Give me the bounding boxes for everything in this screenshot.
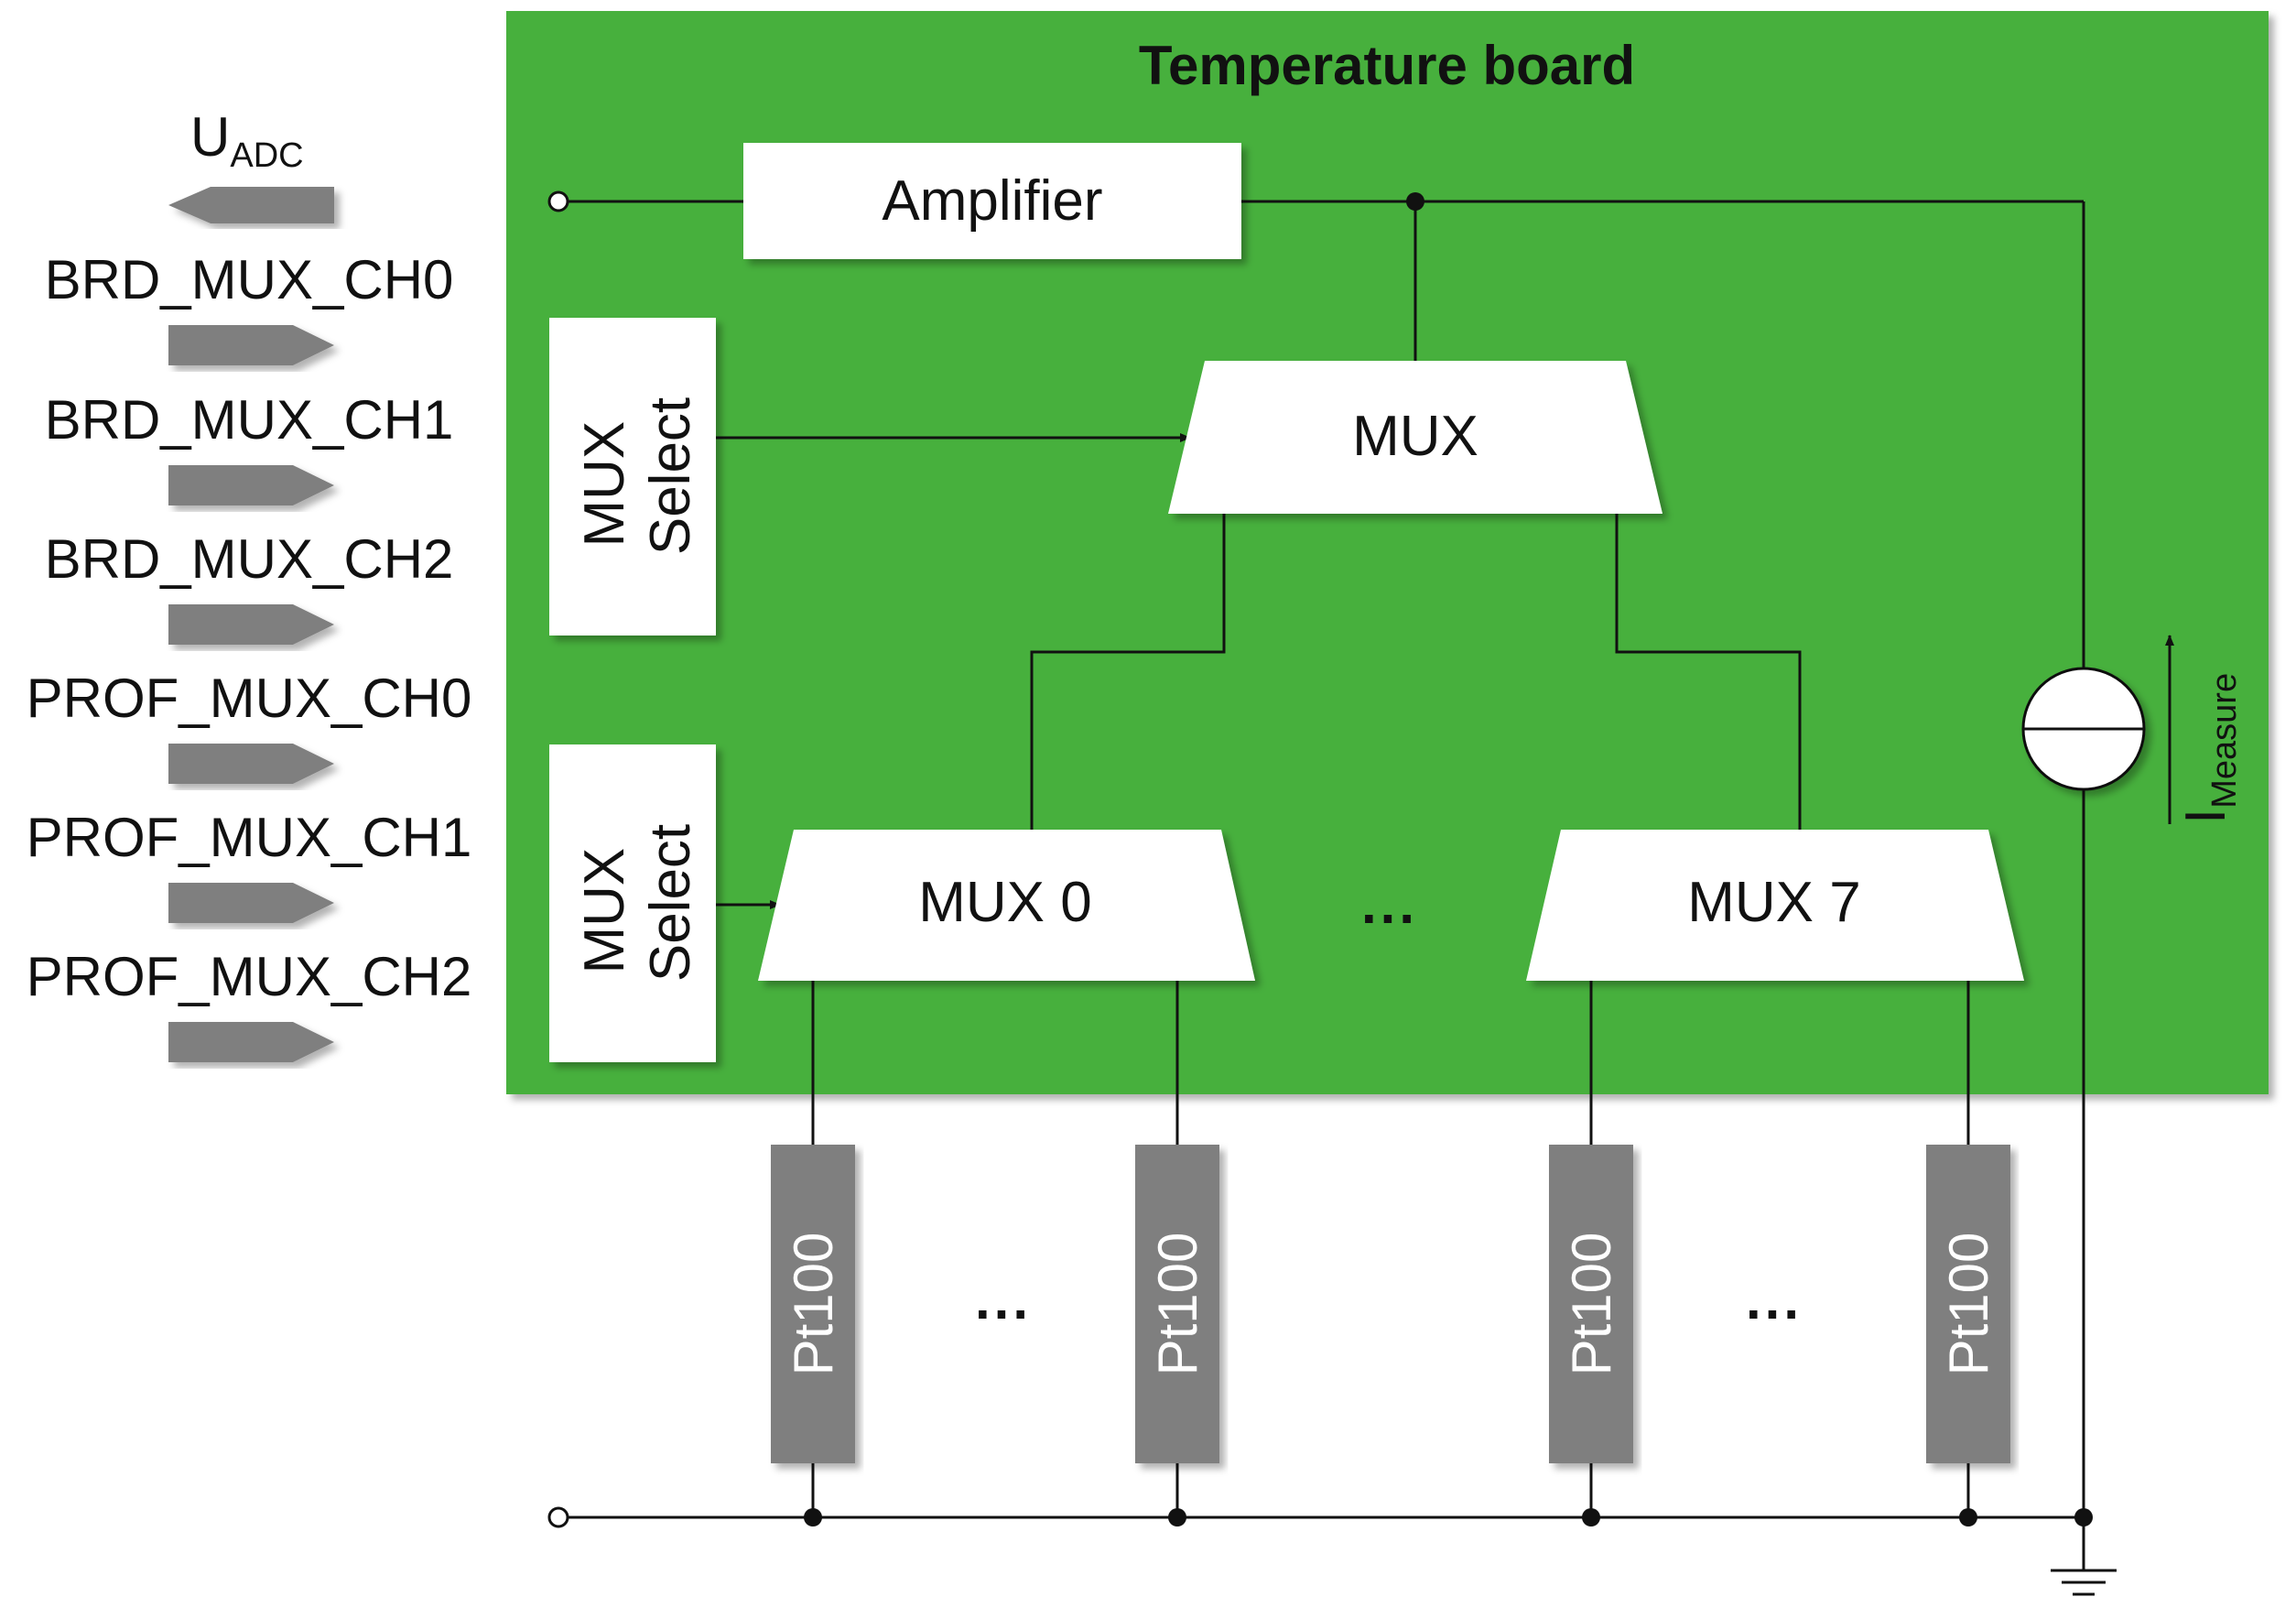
signal-prof-mux-ch2: PROF_MUX_CH2 (27, 946, 472, 1007)
sensor-list: Pt100 Pt100 Pt100 Pt100 (771, 1145, 2010, 1463)
mux-select-2-line1: MUX (573, 848, 636, 974)
uadc-sub: ADC (230, 136, 303, 175)
pt100-sensor-1-label: Pt100 (783, 1233, 844, 1376)
current-label: IMeasure (2174, 673, 2244, 824)
mux-select-1-label: MUX Select (573, 397, 702, 555)
mux-select-2-block (549, 744, 716, 1062)
uadc-arrow (168, 187, 334, 223)
sensor-ellipsis-right: ... (1746, 1269, 1803, 1331)
signal-prof-mux-ch0: PROF_MUX_CH0 (27, 668, 472, 729)
sensor-ellipsis-left: ... (975, 1269, 1032, 1331)
pt100-sensor-3 (1549, 1145, 1633, 1463)
mux-ellipsis: ... (1361, 874, 1418, 935)
pt100-sensor-1 (771, 1145, 855, 1463)
signal-brd-mux-ch0: BRD_MUX_CH0 (45, 249, 454, 310)
current-sub: Measure (2205, 673, 2244, 809)
junction-dots (804, 192, 2093, 1527)
signal-brd-mux-ch2: BRD_MUX_CH2 (45, 528, 454, 590)
uadc-label: UADC (190, 106, 304, 175)
signal-brd-mux-ch0-arrow (168, 325, 334, 365)
signal-prof-mux-ch2-arrow (168, 1022, 334, 1062)
mux-7-block (1526, 830, 2024, 981)
signal-brd-mux-ch2-arrow (168, 604, 334, 645)
amplifier-block (743, 143, 1241, 259)
input-signal-list: BRD_MUX_CH0 BRD_MUX_CH1 BRD_MUX_CH2 PROF… (27, 249, 472, 1062)
mux-select-2-line2: Select (639, 824, 702, 982)
mux-select-1-line1: MUX (573, 421, 636, 548)
mux-select-1-block (549, 318, 716, 636)
board-title: Temperature board (1139, 35, 1635, 96)
mux-select-2-label: MUX Select (573, 824, 702, 982)
pt100-sensor-4 (1926, 1145, 2010, 1463)
pt100-sensor-3-label: Pt100 (1561, 1233, 1622, 1376)
signal-brd-mux-ch1: BRD_MUX_CH1 (45, 389, 454, 451)
pt100-sensor-2-label: Pt100 (1147, 1233, 1208, 1376)
uadc-terminal (547, 190, 569, 212)
pt100-sensor-2 (1135, 1145, 1219, 1463)
mux-select-1-line2: Select (639, 397, 702, 555)
mux-7-label: MUX 7 (1687, 871, 1860, 934)
ground-terminal (547, 1506, 569, 1528)
mux-0-label: MUX 0 (918, 871, 1091, 934)
pt100-sensor-4-label: Pt100 (1938, 1233, 1999, 1376)
signal-prof-mux-ch0-arrow (168, 744, 334, 784)
signal-prof-mux-ch1-arrow (168, 883, 334, 923)
uadc-main: U (190, 106, 230, 168)
mux-0-block (758, 830, 1255, 981)
signal-brd-mux-ch1-arrow (168, 465, 334, 505)
mux-top-label: MUX (1352, 405, 1478, 468)
mux-top-block (1168, 361, 1662, 514)
signal-prof-mux-ch1: PROF_MUX_CH1 (27, 807, 472, 868)
current-main: I (2174, 809, 2237, 824)
amplifier-label: Amplifier (882, 169, 1102, 233)
